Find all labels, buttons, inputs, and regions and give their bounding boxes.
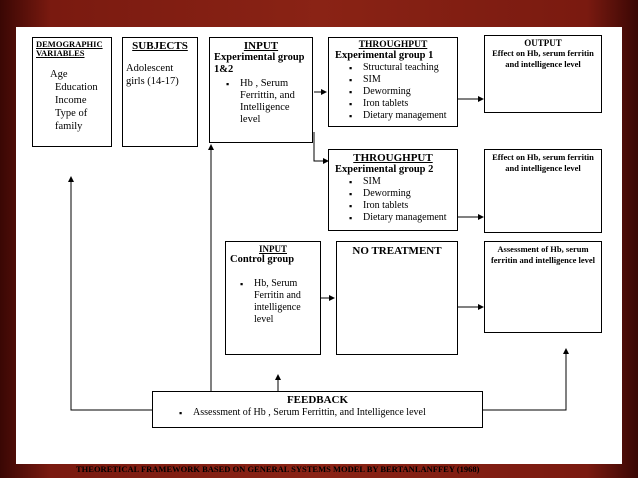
input-title: INPUT <box>243 40 279 52</box>
control-item: Hb, Serum Ferritin and intelligence leve… <box>240 278 316 326</box>
throughput1-item: Deworming <box>349 86 451 98</box>
input-item: Hb , Serum Ferrittin, and Intelligence l… <box>226 78 308 126</box>
throughput2-box: THROUGHPUT Experimental group 2 SIM Dewo… <box>328 149 458 231</box>
throughput2-item: SIM <box>349 176 451 188</box>
assessment-text: Assessment of Hb, serum ferritin and int… <box>490 244 596 265</box>
arrow-input-to-throughput2 <box>313 132 329 164</box>
demographic-item: Education <box>55 82 98 93</box>
subjects-title: SUBJECTS <box>132 40 188 52</box>
throughput1-item: Iron tablets <box>349 98 451 110</box>
effect2-text: Effect on Hb, serum ferritin and intelli… <box>492 152 594 173</box>
throughput1-list: Structural teaching SIM Deworming Iron t… <box>335 62 451 122</box>
control-list: Hb, Serum Ferritin and intelligence leve… <box>230 278 316 326</box>
connector-lines <box>68 89 569 411</box>
throughput2-list: SIM Deworming Iron tablets Dietary manag… <box>335 176 451 224</box>
assessment-box: Assessment of Hb, serum ferritin and int… <box>484 241 602 333</box>
subjects-box: SUBJECTS Adolescent girls (14-17) <box>122 37 198 147</box>
feedback-title: FEEDBACK <box>286 394 349 406</box>
throughput2-item: Dietary management <box>349 212 451 224</box>
throughput1-title: THROUGHPUT <box>358 40 428 50</box>
feedback-item: Assessment of Hb , Serum Ferrittin, and … <box>179 407 478 419</box>
caption: THEORETICAL FRAMEWORK BASED ON GENERAL S… <box>76 464 480 474</box>
subjects-text: Adolescent girls (14-17) <box>126 63 179 87</box>
input-group: Experimental group 1&2 <box>214 52 305 75</box>
throughput2-title: THROUGHPUT <box>353 152 433 164</box>
output-title: OUTPUT <box>524 38 562 48</box>
control-input-title: INPUT <box>258 244 287 254</box>
control-input-box: INPUT Control group Hb, Serum Ferritin a… <box>225 241 321 355</box>
control-group: Control group <box>230 254 295 265</box>
input-list: Hb , Serum Ferrittin, and Intelligence l… <box>214 78 308 126</box>
throughput1-item: Structural teaching <box>349 62 451 74</box>
demographic-item: Type of family <box>55 108 88 132</box>
arrow-feedback-to-assessment <box>483 348 569 411</box>
output-text: Effect on Hb, serum ferritin and intelli… <box>492 48 594 69</box>
throughput2-item: Iron tablets <box>349 200 451 212</box>
demographic-title: DEMOGRAPHIC VARIABLES <box>36 39 103 58</box>
no-treatment-box: NO TREATMENT <box>336 241 458 355</box>
slide: DEMOGRAPHIC VARIABLES Age Education Inco… <box>16 27 622 474</box>
arrow-feedback-to-demographic <box>68 176 152 411</box>
demographic-item: Income <box>55 95 87 106</box>
throughput2-group: Experimental group 2 <box>335 164 434 175</box>
demographic-box: DEMOGRAPHIC VARIABLES Age Education Inco… <box>32 37 112 147</box>
throughput1-item: SIM <box>349 74 451 86</box>
throughput2-item: Deworming <box>349 188 451 200</box>
input-experimental-box: INPUT Experimental group 1&2 Hb , Serum … <box>209 37 313 143</box>
no-treatment-title: NO TREATMENT <box>352 245 442 257</box>
output-box: OUTPUT Effect on Hb, serum ferritin and … <box>484 35 602 113</box>
throughput1-box: THROUGHPUT Experimental group 1 Structur… <box>328 37 458 127</box>
throughput1-group: Experimental group 1 <box>335 50 434 61</box>
throughput1-item: Dietary management <box>349 110 451 122</box>
demographic-list: Age Education Income Type of family <box>36 68 108 133</box>
demographic-item: Age <box>50 69 68 80</box>
feedback-box: FEEDBACK Assessment of Hb , Serum Ferrit… <box>152 391 483 428</box>
effect2-box: Effect on Hb, serum ferritin and intelli… <box>484 149 602 233</box>
feedback-list: Assessment of Hb , Serum Ferrittin, and … <box>157 407 478 419</box>
